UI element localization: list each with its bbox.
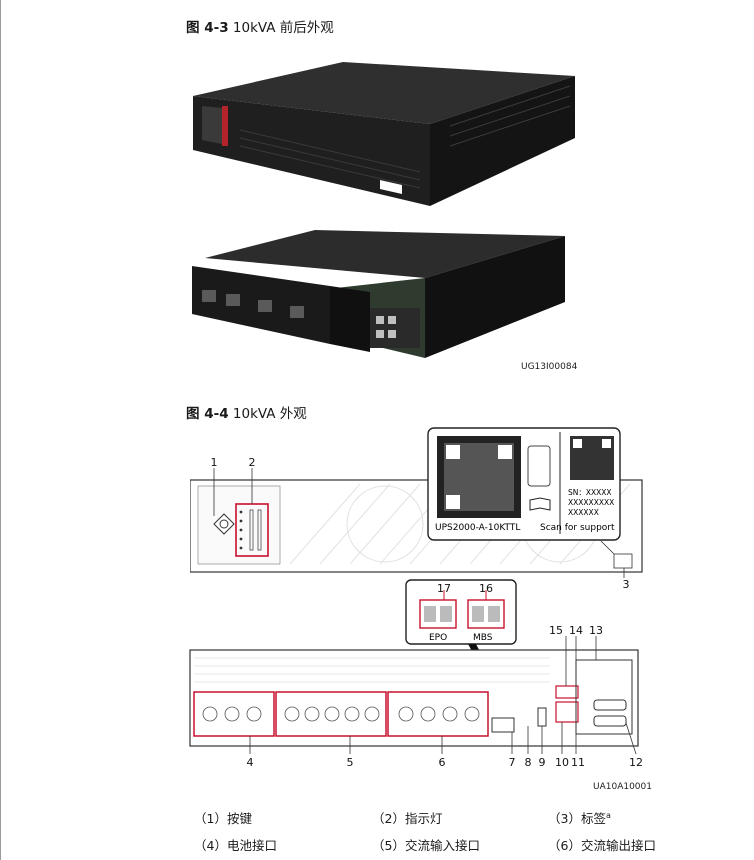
callout-1: 1 xyxy=(210,456,218,469)
callout-13: 13 xyxy=(589,624,603,637)
callout-3: 3 xyxy=(622,578,630,591)
phone-scan-icon xyxy=(527,445,551,487)
callout-14: 14 xyxy=(569,624,583,637)
ups-rear-view xyxy=(192,230,565,358)
battery-ports-box xyxy=(193,691,275,737)
rear-ports-cluster xyxy=(370,308,420,348)
svg-text:UPS2000-A-10KTTL: UPS2000-A-10KTTL xyxy=(435,523,520,533)
svg-text:EPO: EPO xyxy=(429,633,447,643)
epo-mbs-terminals xyxy=(491,717,515,733)
legend-item-6: （6）交流输出接口 xyxy=(548,838,656,853)
figure-4-3-title: 图 4-3 10kVA 前后外观 xyxy=(186,20,334,36)
red-accent-strip xyxy=(222,106,228,146)
control-panel xyxy=(202,106,222,144)
callout-9: 9 xyxy=(538,756,546,769)
legend-item-5: （5）交流输入接口 xyxy=(372,838,480,853)
page-left-rule xyxy=(0,0,1,860)
callout-8: 8 xyxy=(524,756,532,769)
ups-front-view xyxy=(193,62,575,206)
ups-front-rear-illustration xyxy=(192,62,575,358)
indicator-leds-icon xyxy=(239,509,262,551)
callout-11: 11 xyxy=(571,756,585,769)
rear-panel-diagram: EPO MBS xyxy=(189,579,639,755)
callout-17: 17 xyxy=(437,582,451,595)
callout-2: 2 xyxy=(248,456,256,469)
legend-item-2: （2）指示灯 xyxy=(372,811,443,826)
callout-16: 16 xyxy=(479,582,493,595)
callout-7: 7 xyxy=(508,756,516,769)
callout-5: 5 xyxy=(346,756,354,769)
svg-text:XXXXXXXXX: XXXXXXXXX xyxy=(568,498,614,507)
figure-4-4-code: UA10A10001 xyxy=(593,782,652,792)
figure-4-3-code: UG13I00084 xyxy=(521,362,578,372)
legend-item-4: （4）电池接口 xyxy=(194,838,277,853)
svg-text:MBS: MBS xyxy=(473,633,493,643)
front-label-patch xyxy=(380,180,402,194)
callout-6: 6 xyxy=(438,756,446,769)
parallel-port xyxy=(593,699,627,711)
svg-text:XXXXXX: XXXXXX xyxy=(568,508,599,517)
front-panel-diagram: SN：XXXXX XXXXXXXXX XXXXXX UPS2000-A-10KT… xyxy=(190,427,643,578)
ac-output-ports-box xyxy=(387,691,489,737)
network-ports xyxy=(555,701,579,723)
figure-4-4-title: 图 4-4 10kVA 外观 xyxy=(186,406,307,422)
book-icon xyxy=(529,497,551,511)
callout-10: 10 xyxy=(555,756,569,769)
intelligent-card-slot xyxy=(575,659,633,735)
control-area xyxy=(197,485,281,565)
svg-text:SN：XXXXX: SN：XXXXX xyxy=(568,488,612,497)
callout-12: 12 xyxy=(629,756,643,769)
callout-4: 4 xyxy=(246,756,254,769)
ac-input-ports-box xyxy=(275,691,387,737)
power-button-icon xyxy=(213,513,235,535)
label-position xyxy=(613,553,633,569)
svg-text:Scan for support: Scan for support xyxy=(540,523,615,533)
legend-item-1: （1）按键 xyxy=(194,811,252,826)
callout-15: 15 xyxy=(549,624,563,637)
legend-item-3: （3）标签a xyxy=(548,810,611,826)
